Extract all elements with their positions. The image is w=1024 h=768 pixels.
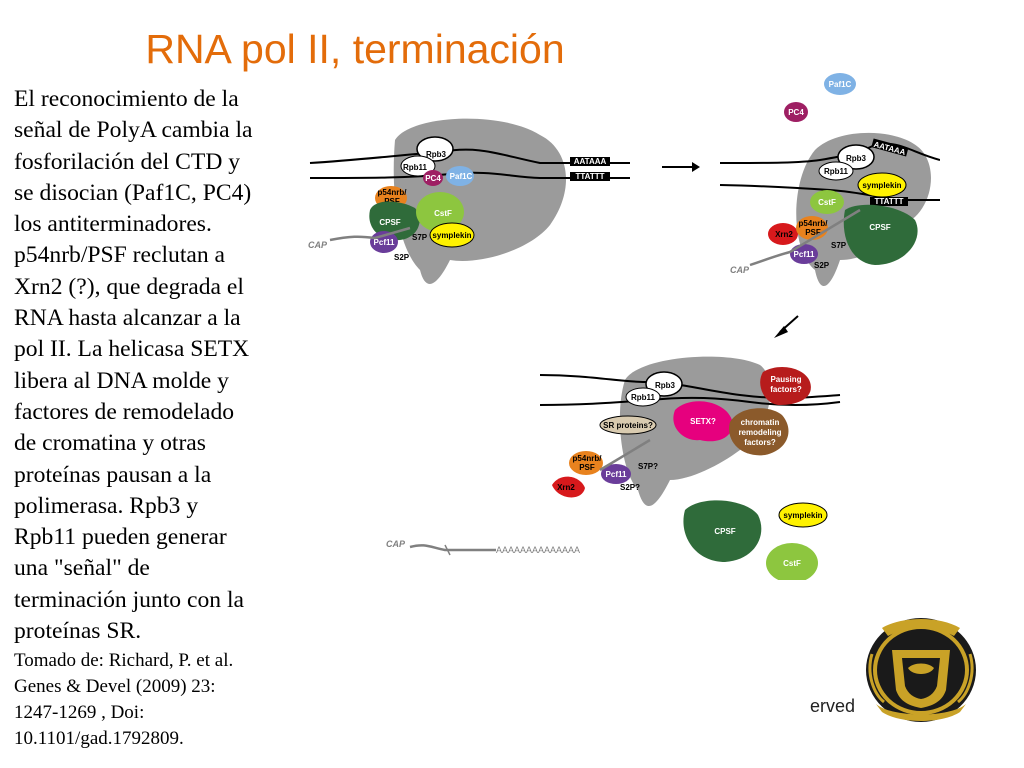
label-chromatin: chromatin [741,418,780,427]
label-s2p-3: S2P? [620,483,640,492]
label-cpsf-2: CPSF [869,223,890,232]
svg-text:PSF: PSF [384,197,400,206]
label-p54-3: p54nrb/ [573,454,603,463]
termination-diagram: AATAAA TTATTT Rpb3 Rpb11 Paf1C PC4 p54nr… [300,60,941,585]
label-sr-proteins: SR proteins? [603,421,653,430]
body-text-line: RNA hasta alcanzar a la [14,305,241,332]
body-text-line: fosforilación del CTD y [14,148,241,175]
label-cap-3: CAP [386,539,406,549]
label-pausing: Pausing [770,375,801,384]
body-text-line: proteínas SR. [14,618,142,645]
body-text-line: los antiterminadores. [14,211,212,238]
label-pcf11-2: Pcf11 [794,250,815,259]
label-cap-2: CAP [730,265,750,275]
label-p54-2: p54nrb/ [799,219,829,228]
label-rpb3-3: Rpb3 [655,381,676,390]
label-cstf-2: CstF [818,198,836,207]
label-cstf-3: CstF [783,559,801,568]
svg-text:PSF: PSF [805,228,821,237]
label-s2p: S2P [394,253,410,262]
svg-text:PSF: PSF [579,463,595,472]
citation-line: Tomado de: Richard, P. et al. [14,650,234,671]
panel-2: Paf1C PC4 AATAAA Rpb3 Rpb11 symplekin TT… [719,73,941,287]
slide-title: RNA pol II, terminación [145,26,565,72]
label-rpb11-2: Rpb11 [824,167,849,176]
label-pc4-2: PC4 [788,108,804,117]
label-s7p-3: S7P? [638,462,658,471]
label-pc4: PC4 [425,174,441,183]
label-rpb3: Rpb3 [426,150,447,159]
body-text-line: p54nrb/PSF reclutan a [14,242,226,269]
body-text-line: libera al DNA molde y [14,367,229,394]
label-s2p-2: S2P [814,261,830,270]
body-text-line: proteínas pausan a la [14,461,212,488]
svg-text:factors?: factors? [744,438,776,447]
body-text-line: una "señal" de [14,555,150,582]
label-symplekin-2: symplekin [862,181,901,190]
label-p54: p54nrb/ [378,188,408,197]
label-cap: CAP [308,240,328,250]
body-text-line: Xrn2 (?), que degrada el [14,273,244,300]
label-ttattt: TTATTT [575,172,604,181]
citation-line: Genes & Devel (2009) 23: [14,676,216,697]
label-cpsf-3: CPSF [714,527,735,536]
citation-line: 1247-1269 , Doi: [14,702,145,723]
body-text-line: polimerasa. Rpb3 y [14,492,199,519]
label-pcf11: Pcf11 [374,238,395,247]
label-paf1c: Paf1C [450,172,473,181]
body-text: El reconocimiento de la señal de PolyA ca… [14,84,314,647]
label-rpb11: Rpb11 [403,163,428,172]
body-text-line: factores de remodelado [14,398,235,425]
label-symplekin: symplekin [432,231,471,240]
label-polya-tail: AAAAAAAAAAAAAA [496,545,580,555]
label-cpsf: CPSF [379,218,400,227]
label-s7p: S7P [412,233,428,242]
label-xrn2-2: Xrn2 [775,230,793,239]
label-setx: SETX? [690,417,716,426]
svg-text:remodeling: remodeling [738,428,781,437]
label-symplekin-3: symplekin [783,511,822,520]
label-ttattt-2: TTATTT [874,197,903,206]
panel-3: Rpb3 Rpb11 SETX? Pausing factors? chroma… [386,356,841,583]
citation: Tomado de: Richard, P. et al. Genes & Dev… [14,648,314,752]
body-text-line: de cromatina y otras [14,430,206,457]
body-text-line: El reconocimiento de la [14,86,239,112]
body-text-line: terminación junto con la [14,586,244,613]
body-text-line: señal de PolyA cambia la [14,117,253,144]
panel-1: AATAAA TTATTT Rpb3 Rpb11 Paf1C PC4 p54nr… [308,118,630,284]
unam-seal-logo [862,614,980,731]
right-arrow-icon [662,162,700,172]
body-text-line: se disocian (Paf1C, PC4) [14,179,252,206]
body-text-line: Rpb11 pueden generar [14,524,227,551]
label-rpb3-2: Rpb3 [846,154,867,163]
down-left-arrow-icon [774,315,799,338]
label-paf1c-2: Paf1C [829,80,852,89]
label-rpb11-3: Rpb11 [631,393,656,402]
label-aataaa: AATAAA [574,157,607,166]
svg-text:factors?: factors? [770,385,802,394]
label-xrn2-3: Xrn2 [557,483,575,492]
body-text-line: pol II. La helicasa SETX [14,336,250,363]
label-s7p-2: S7P [831,241,847,250]
citation-line: 10.1101/gad.1792809. [14,728,184,749]
footer-fragment: erved [810,696,856,716]
label-cstf: CstF [434,209,452,218]
label-pcf11-3: Pcf11 [606,470,627,479]
